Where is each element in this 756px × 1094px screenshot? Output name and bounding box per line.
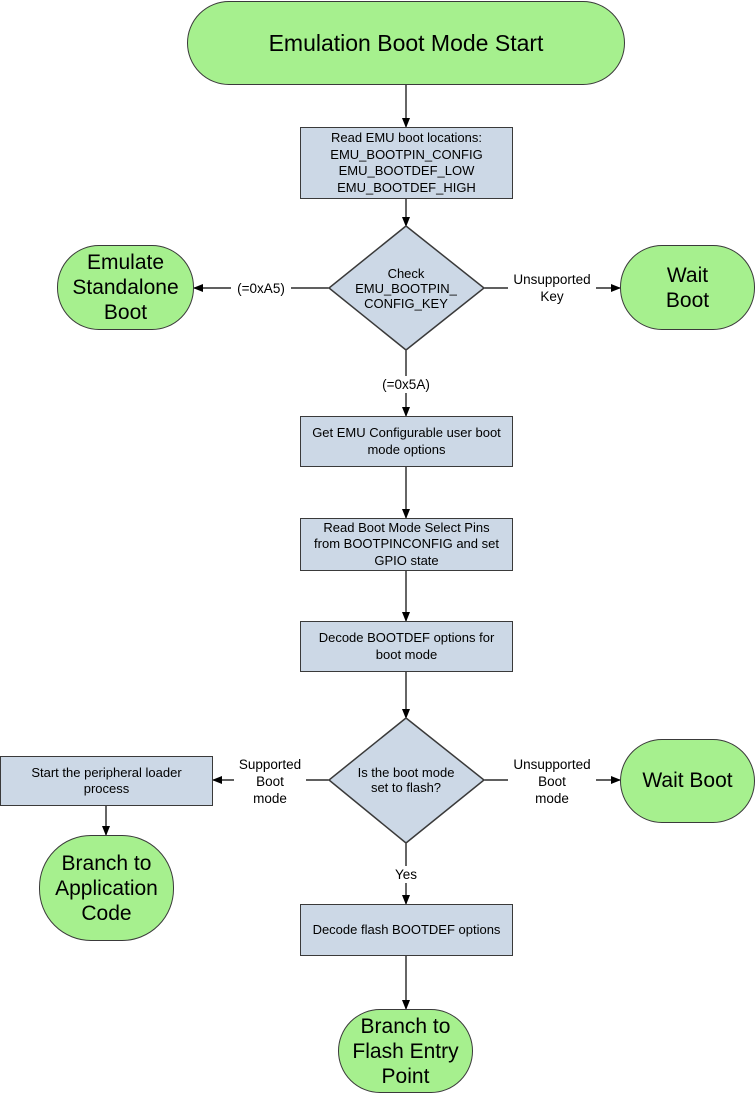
terminal-wait-boot-key-text: Wait Boot: [665, 263, 710, 312]
process-decode-flash-bootdef: Decode flash BOOTDEF options: [300, 904, 513, 956]
process-read-boot-pins: Read Boot Mode Select Pins from BOOTPINC…: [300, 518, 513, 571]
process-decode-bootdef: Decode BOOTDEF options for boot mode: [300, 621, 513, 672]
decision-check-key: [327, 225, 486, 351]
terminal-wait-boot-mode: Wait Boot: [620, 739, 755, 823]
process-get-emu-options: Get EMU Configurable user boot mode opti…: [300, 416, 513, 467]
process-decode-bootdef-text: Decode BOOTDEF options for boot mode: [318, 630, 495, 662]
process-start-peripheral-loader: Start the peripheral loader process: [0, 756, 213, 806]
terminal-wait-boot-key: Wait Boot: [620, 245, 755, 330]
terminal-emulate-standalone-boot: Emulate Standalone Boot: [57, 245, 194, 330]
decision-is-flash: [327, 717, 486, 844]
label-supported-boot-mode: Supported Boot mode: [234, 756, 306, 807]
terminal-branch-flash-text: Branch to Flash Entry Point: [352, 1014, 459, 1088]
label-unsupported-boot-mode: Unsupported Boot mode: [508, 756, 596, 807]
label-yes: Yes: [388, 866, 424, 883]
process-read-emu-locations: Read EMU boot locations: EMU_BOOTPIN_CON…: [300, 127, 513, 199]
process-read-pins-text: Read Boot Mode Select Pins from BOOTPINC…: [314, 519, 499, 568]
terminal-branch-application: Branch to Application Code: [39, 835, 174, 941]
decision-is-flash-text: Is the boot mode set to flash?: [357, 765, 455, 795]
decision-check-key-text: Check EMU_BOOTPIN_ CONFIG_KEY: [355, 265, 457, 311]
terminal-wait-boot-mode-text: Wait Boot: [642, 769, 733, 792]
process-read-emu-text: Read EMU boot locations: EMU_BOOTPIN_CON…: [330, 130, 483, 195]
terminal-start: Emulation Boot Mode Start: [187, 1, 625, 85]
process-decode-flash-text: Decode flash BOOTDEF options: [312, 921, 501, 937]
terminal-branch-app-text: Branch to Application Code: [55, 851, 158, 925]
terminal-start-text: Emulation Boot Mode Start: [268, 29, 544, 56]
process-get-emu-text: Get EMU Configurable user boot mode opti…: [312, 425, 501, 457]
terminal-branch-flash: Branch to Flash Entry Point: [338, 1009, 473, 1093]
terminal-emulate-text: Emulate Standalone Boot: [72, 251, 179, 324]
label-a5: (=0xA5): [231, 280, 291, 297]
label-unsupported-key: Unsupported Key: [508, 271, 596, 305]
label-5a: (=0x5A): [376, 376, 436, 393]
process-start-loader-text: Start the peripheral loader process: [31, 764, 182, 797]
